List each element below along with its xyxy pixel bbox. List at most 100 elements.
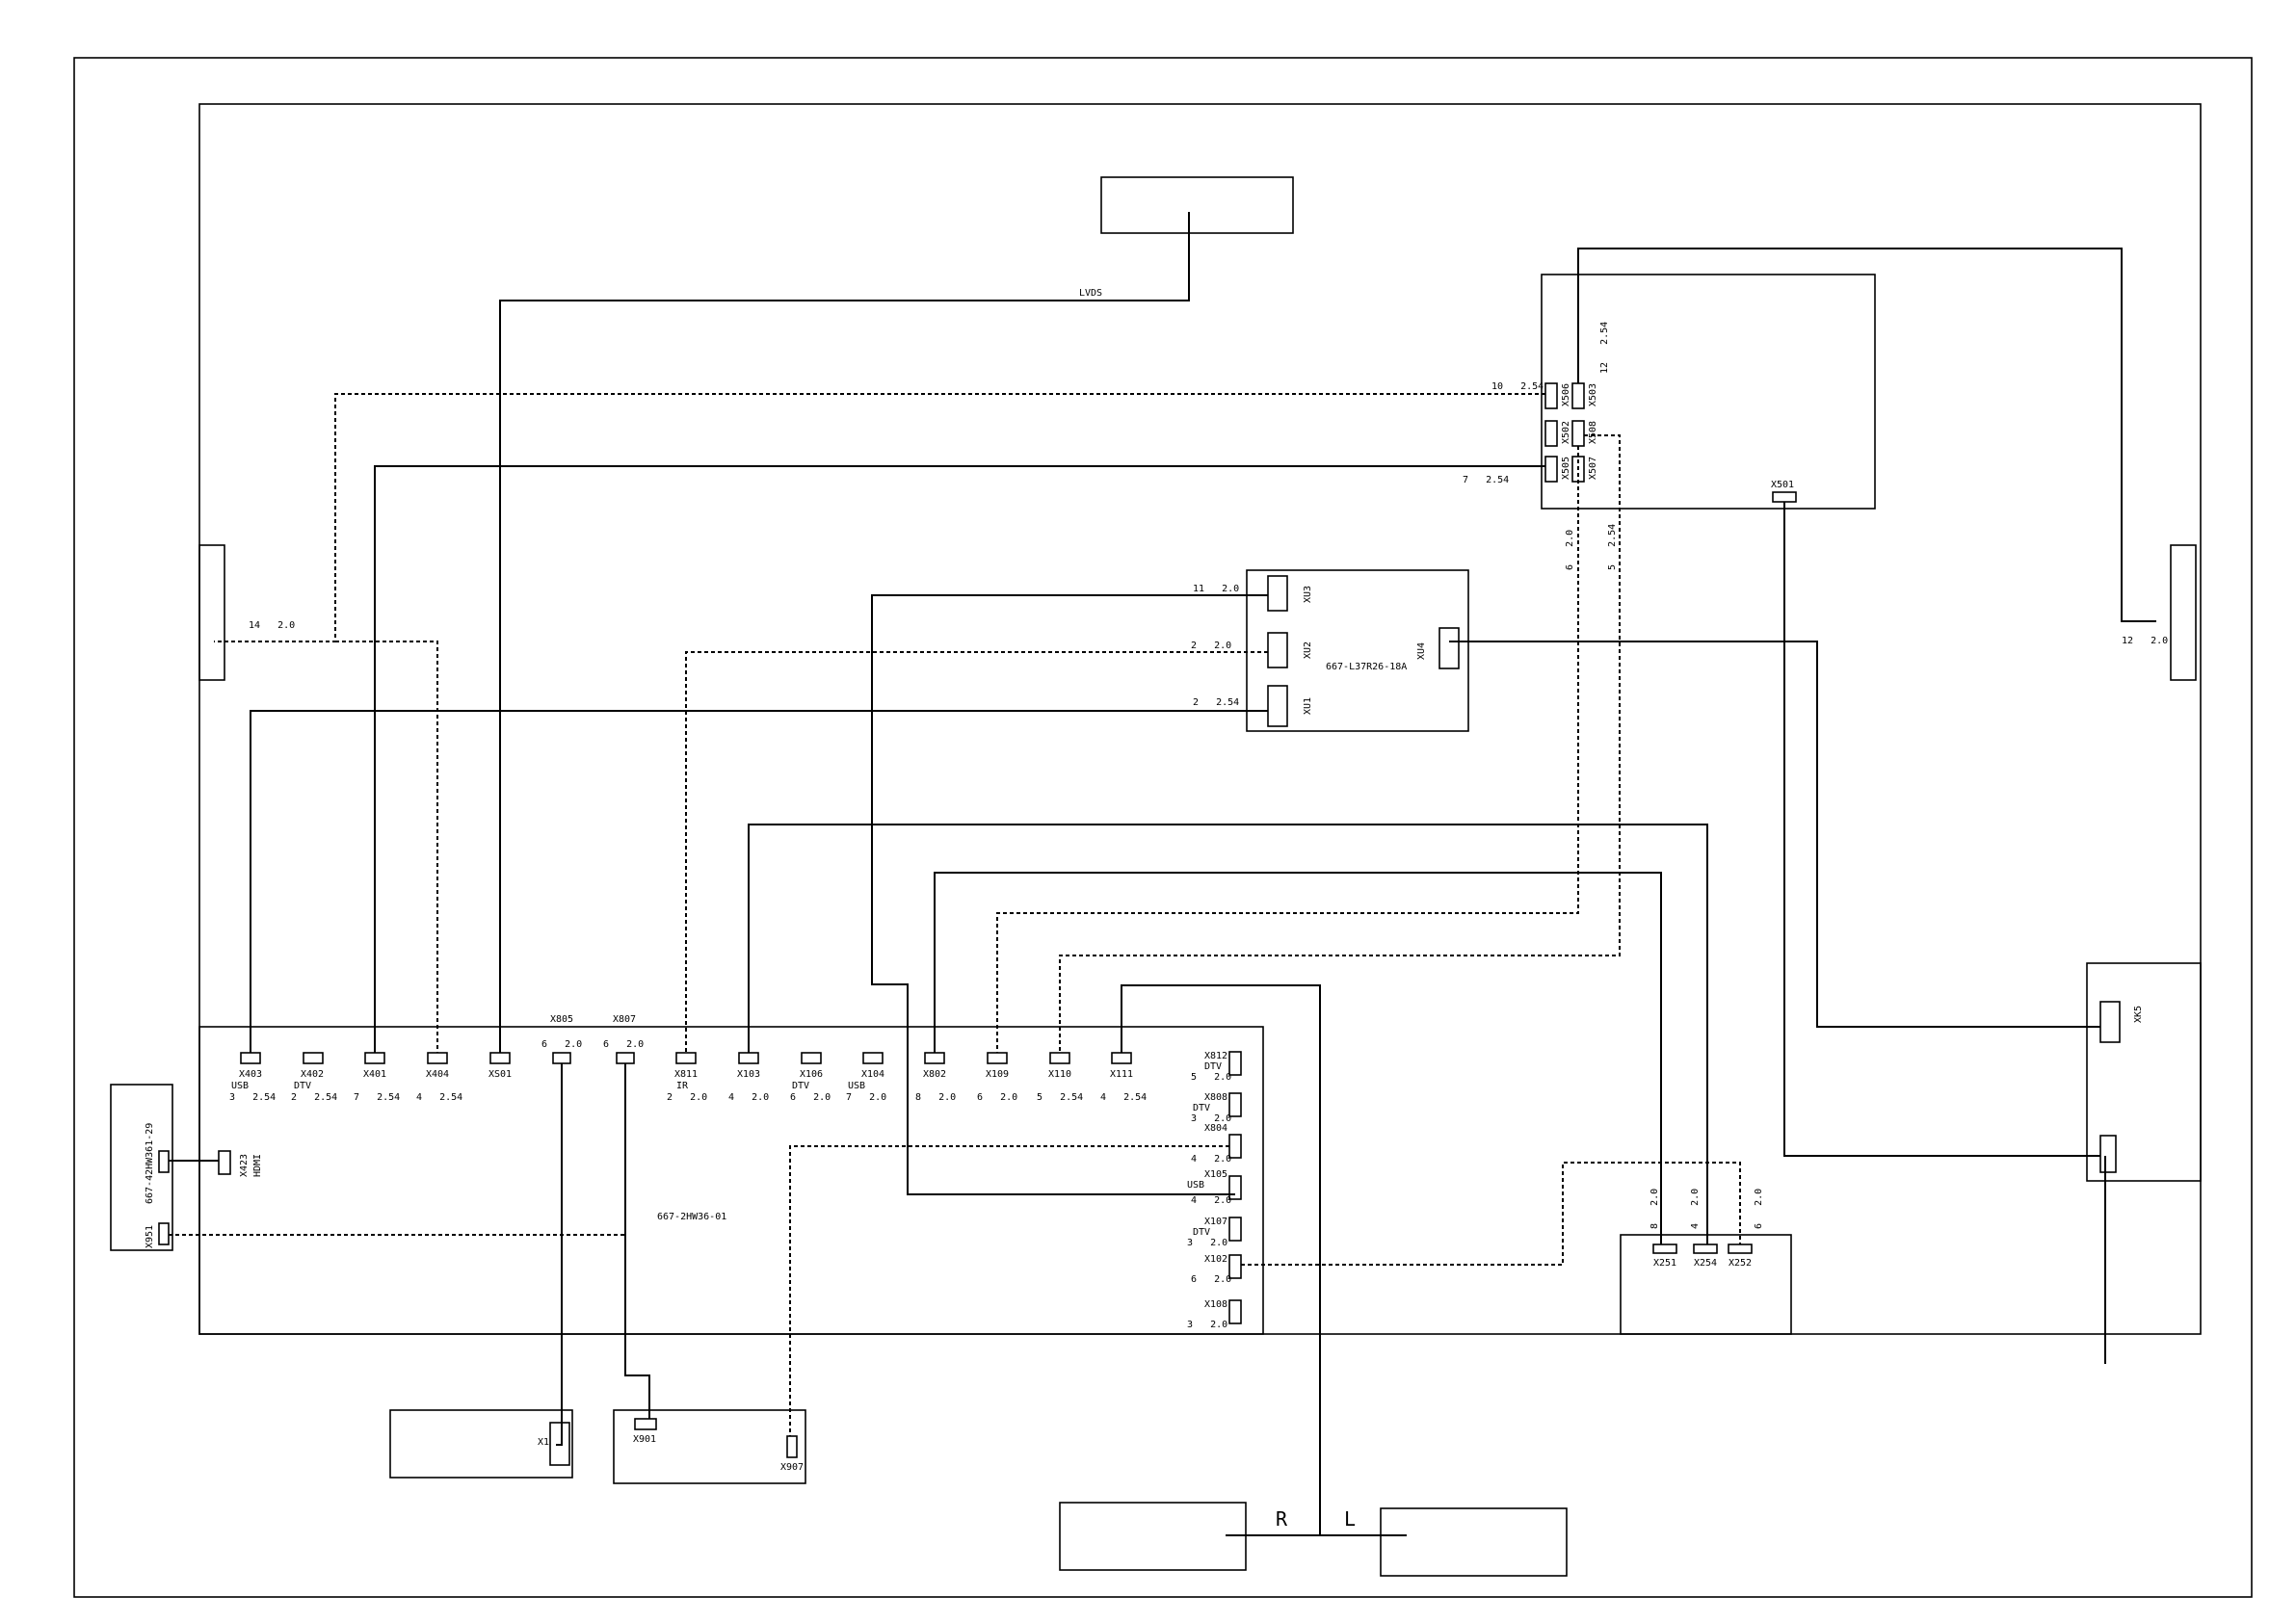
label-x103: X103 (737, 1069, 760, 1080)
connector-x951 (158, 1222, 170, 1245)
label-x105: X105 (1204, 1169, 1227, 1180)
label-x812: X812 (1204, 1051, 1227, 1061)
speaker-right-box (1059, 1502, 1247, 1571)
speaker-left-box (1380, 1507, 1568, 1577)
label-x423: X423 (239, 1154, 250, 1177)
spec-x251: 8 2.0 (1649, 1189, 1660, 1229)
label-xu4: XU4 (1416, 642, 1427, 660)
spec-xu3: 11 2.0 (1193, 584, 1239, 594)
label-x104: X104 (861, 1069, 884, 1080)
main-connector-x811: X811 IR 2 2.0 (667, 1052, 707, 1103)
label-xk5: XK5 (2133, 1006, 2144, 1023)
spec-x812: 5 2.0 (1191, 1072, 1231, 1083)
right-edge-spec: 12 2.0 (2122, 636, 2168, 646)
label-r: R (1276, 1507, 1288, 1531)
label-xs01: XS01 (488, 1069, 512, 1080)
label-x505: X505 (1561, 457, 1571, 480)
label-hdmi: HDMI (252, 1154, 263, 1177)
connector-x907 (786, 1435, 798, 1458)
connector-x505 (1544, 456, 1558, 483)
label-x401: X401 (363, 1069, 386, 1080)
label-x108: X108 (1204, 1299, 1227, 1310)
spec-x401: 7 2.54 (354, 1092, 400, 1103)
label-x402: X402 (301, 1069, 324, 1080)
spec-x102: 6 2.0 (1191, 1274, 1231, 1285)
label-l: L (1344, 1507, 1356, 1531)
spec-x802: 8 2.0 (915, 1092, 956, 1103)
label-x252: X252 (1729, 1258, 1752, 1269)
label-x251: X251 (1653, 1258, 1676, 1269)
label-x802: X802 (923, 1069, 946, 1080)
type-x106: DTV (792, 1081, 809, 1091)
main-connector-x401: X401 7 2.54 (354, 1052, 400, 1103)
main-connector-x805: X805 6 2.0 (541, 1014, 582, 1064)
hdmi-board (110, 1084, 173, 1251)
spec-x252: 6 2.0 (1754, 1189, 1764, 1229)
hdmi-board-label: 667-42HW361-29 (145, 1123, 155, 1204)
spec-xu2: 2 2.0 (1191, 641, 1231, 651)
wire-x506-x404 (214, 393, 1545, 1053)
wire-xu3-x104 (871, 594, 1268, 1195)
spec-x811: 2 2.0 (667, 1092, 707, 1103)
wire-xu2-x811 (685, 651, 1268, 1053)
board-x1 (389, 1409, 573, 1479)
spec-x808: 3 2.0 (1191, 1113, 1231, 1124)
board-x901 (613, 1409, 806, 1484)
spec-x105: 4 2.0 (1191, 1195, 1231, 1206)
main-connector-x109: X109 6 2.0 (977, 1052, 1017, 1103)
main-connector-xs01: XS01 (488, 1052, 512, 1080)
right-connector-x108: X108 3 2.0 (1187, 1299, 1242, 1330)
main-connector-x402: X402 DTV 2 2.54 (291, 1052, 337, 1103)
type-x402: DTV (294, 1081, 311, 1091)
wire-x807-x901 (624, 1063, 650, 1419)
spec-x403: 3 2.54 (229, 1092, 276, 1103)
wire-lvds (499, 212, 1190, 1053)
spec-x805: 6 2.0 (541, 1039, 582, 1050)
audio-board (1620, 1234, 1792, 1335)
spec-x103: 4 2.0 (728, 1092, 769, 1103)
label-x110: X110 (1048, 1069, 1071, 1080)
main-connector-x103: X103 4 2.0 (728, 1052, 769, 1103)
ir-board-label: 667-L37R26-18A (1326, 662, 1407, 672)
label-x808: X808 (1204, 1092, 1227, 1103)
wire-x804-x907 (789, 1145, 1229, 1436)
connector-xu4 (1438, 627, 1460, 669)
type-x403: USB (231, 1081, 249, 1091)
connector-x502 (1544, 420, 1558, 447)
connector-xu3 (1267, 575, 1288, 612)
label-xu2: XU2 (1303, 641, 1313, 659)
type-x105: USB (1187, 1180, 1204, 1191)
label-x507: X507 (1588, 457, 1598, 480)
label-x805: X805 (550, 1014, 573, 1025)
main-board (198, 1026, 1264, 1335)
spec-x505: 7 2.54 (1463, 475, 1509, 485)
label-x106: X106 (800, 1069, 823, 1080)
spec-x108: 3 2.0 (1187, 1320, 1227, 1330)
connector-x508 (1571, 420, 1585, 447)
label-x404: X404 (426, 1069, 449, 1080)
right-connector-x105: X105 USB 4 2.0 (1187, 1169, 1242, 1206)
label-x503: X503 (1588, 383, 1598, 406)
spec-x502: 6 2.0 (1565, 530, 1575, 570)
right-connector-x107: X107 DTV 3 2.0 (1187, 1217, 1242, 1248)
spec-xu1: 2 2.54 (1193, 697, 1239, 708)
power-board (1541, 274, 1876, 510)
wire-x805-x1 (556, 1063, 563, 1446)
spec-x110: 5 2.54 (1037, 1092, 1083, 1103)
wire-x102-x252 (1241, 1162, 1741, 1266)
connector-x254 (1693, 1243, 1718, 1254)
wire-x502-x109 (996, 446, 1579, 1053)
label-x501: X501 (1771, 480, 1794, 490)
main-connector-x403: X403 USB 3 2.54 (229, 1052, 276, 1103)
wire-x802-x251 (934, 872, 1662, 1244)
label-x907: X907 (780, 1462, 804, 1473)
main-connector-x111: X111 4 2.54 (1100, 1052, 1147, 1103)
spec-x104: 7 2.0 (846, 1092, 886, 1103)
label-x508: X508 (1588, 421, 1598, 444)
main-connector-x802: X802 8 2.0 (915, 1052, 956, 1103)
wire-xu4-xk5 (1449, 641, 2100, 1028)
ir-board (1246, 569, 1469, 732)
label-xu3: XU3 (1303, 586, 1313, 603)
connector-key-low (2099, 1135, 2117, 1173)
